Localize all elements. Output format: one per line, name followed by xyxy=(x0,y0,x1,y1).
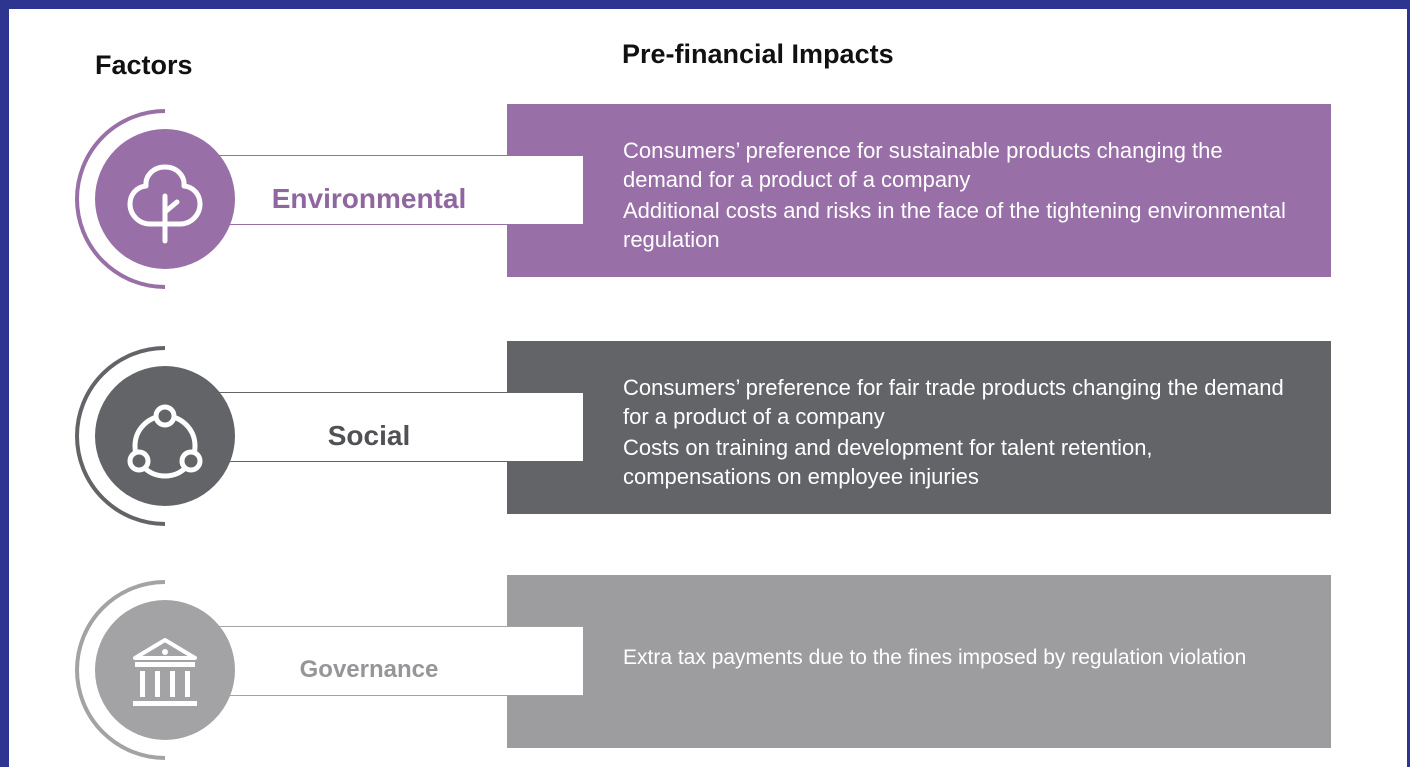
impacts-heading: Pre-financial Impacts xyxy=(622,39,894,69)
factor-label-tab xyxy=(203,392,583,462)
factor-label-tab xyxy=(203,155,583,225)
impact-box-environmental: Consumers’ preference for sustainable pr… xyxy=(507,104,1331,277)
impact-box-social: Consumers’ preference for fair trade pro… xyxy=(507,341,1331,514)
factor-label: Environmental xyxy=(271,183,467,214)
factor-label: Social xyxy=(327,420,411,451)
network-icon xyxy=(95,366,235,506)
factor-label: Governance xyxy=(299,656,439,683)
factor-row-environmental: Consumers’ preference for sustainable pr… xyxy=(9,104,1407,294)
impact-box-governance: Extra tax payments due to the fines impo… xyxy=(507,575,1331,748)
factors-heading: Factors xyxy=(95,50,193,80)
impact-text: Additional costs and risks in the face o… xyxy=(623,198,1286,252)
tree-icon xyxy=(95,129,235,269)
factor-label-tab xyxy=(203,626,583,696)
impact-text: Consumers’ preference for fair trade pro… xyxy=(623,375,1284,429)
institution-icon xyxy=(95,600,235,740)
factor-row-governance: Extra tax payments due to the fines impo… xyxy=(9,575,1407,765)
factor-row-social: Consumers’ preference for fair trade pro… xyxy=(9,341,1407,531)
decorative-arc xyxy=(75,109,166,289)
impact-text: Extra tax payments due to the fines impo… xyxy=(623,646,1247,669)
decorative-arc xyxy=(75,346,166,526)
impact-text: Consumers’ preference for sustainable pr… xyxy=(623,138,1223,192)
esg-diagram: Factors Pre-financial Impacts Consumers’… xyxy=(9,9,1407,767)
decorative-arc xyxy=(75,580,166,760)
impact-text: Costs on training and development for ta… xyxy=(623,435,1153,489)
